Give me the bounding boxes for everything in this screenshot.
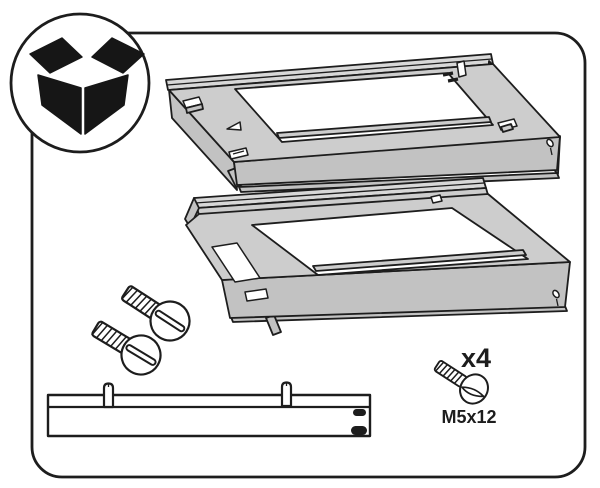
rect-slot-icon bbox=[211, 242, 261, 283]
bar-slot-icon bbox=[351, 426, 367, 435]
triangle-cutout-icon bbox=[226, 121, 242, 131]
bar-slot-icon bbox=[353, 409, 366, 416]
upper-mounting-frame bbox=[165, 53, 561, 193]
upright-tab-icon bbox=[456, 60, 467, 78]
mounting-bar bbox=[46, 381, 372, 438]
front-notch-icon bbox=[244, 288, 269, 302]
tab-shadow bbox=[185, 103, 204, 114]
pin-icon bbox=[102, 382, 115, 409]
mounting-bar-body bbox=[46, 393, 372, 438]
machine-screw-group: x4 M5x12 bbox=[433, 343, 497, 427]
screw-quantity-label: x4 bbox=[461, 343, 491, 373]
rail-notch-icon bbox=[430, 194, 443, 204]
keyhole-icon bbox=[546, 138, 554, 148]
upper-frame-top-face bbox=[168, 63, 561, 163]
pin-icon bbox=[280, 381, 293, 408]
lower-frame-step bbox=[312, 249, 527, 272]
machine-screw-icon bbox=[433, 360, 489, 405]
keyhole-icon bbox=[552, 289, 560, 299]
lower-mounting-frame bbox=[184, 177, 571, 336]
screw-size-label: M5x12 bbox=[441, 407, 496, 427]
upper-frame-step bbox=[276, 116, 492, 139]
open-box-icon bbox=[29, 37, 145, 135]
package-badge bbox=[9, 12, 151, 154]
lower-frame-top-face bbox=[185, 193, 571, 281]
